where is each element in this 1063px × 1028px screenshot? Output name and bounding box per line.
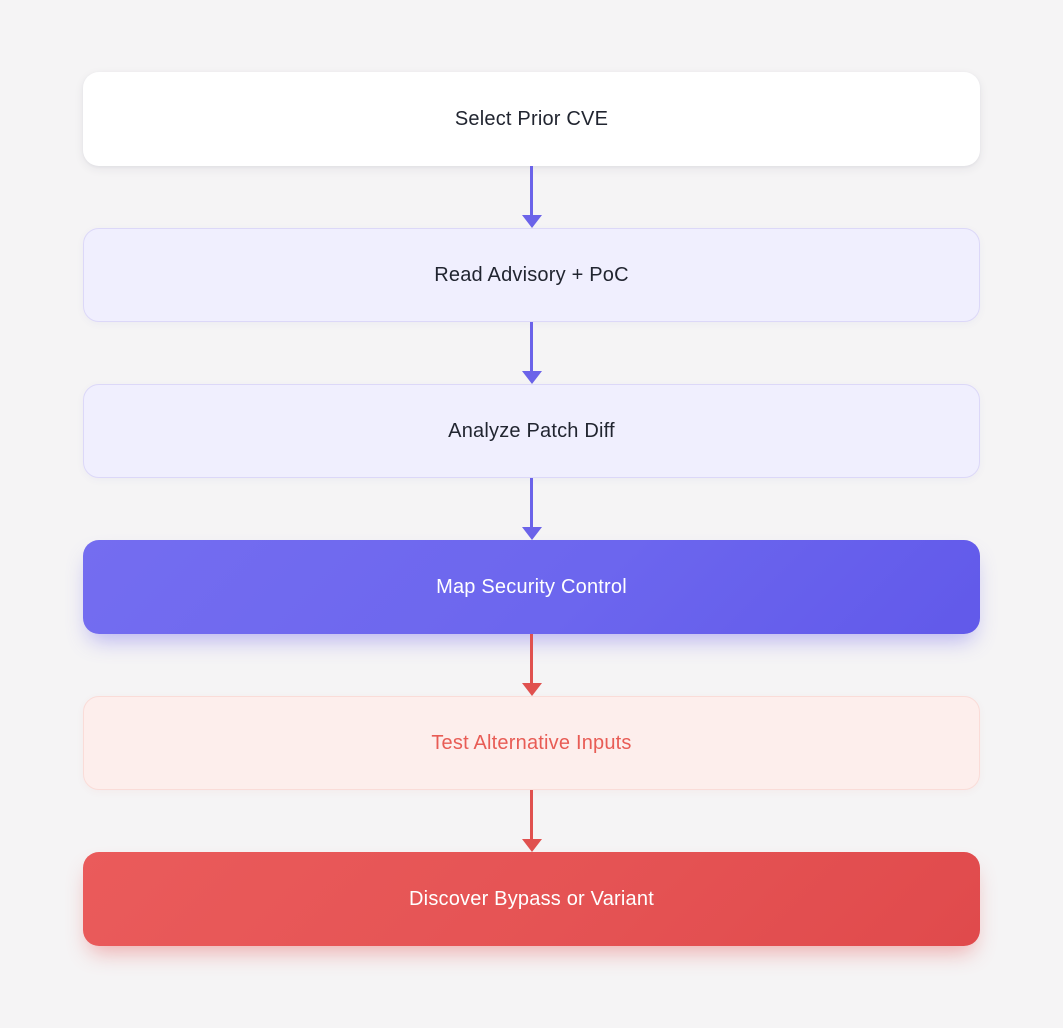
arrow-line [530,478,533,527]
flow-node-label: Analyze Patch Diff [448,419,615,442]
flow-node-read-advisory-poc: Read Advisory + PoC [83,228,980,322]
arrow-down-icon [521,839,542,852]
flow-connector-4 [83,634,980,696]
arrow-line [530,790,533,839]
flow-node-label: Discover Bypass or Variant [409,887,654,910]
arrow-line [530,634,533,683]
flow-connector-1 [83,166,980,228]
flow-node-label: Test Alternative Inputs [431,731,632,754]
flow-connector-2 [83,322,980,384]
flowchart: Select Prior CVE Read Advisory + PoC Ana… [83,72,980,946]
flow-node-analyze-patch-diff: Analyze Patch Diff [83,384,980,478]
flow-node-select-prior-cve: Select Prior CVE [83,72,980,166]
flow-connector-3 [83,478,980,540]
flow-node-label: Select Prior CVE [454,107,609,130]
flow-node-map-security-control: Map Security Control [83,540,980,634]
flow-node-label: Map Security Control [436,575,627,598]
arrow-line [530,322,533,371]
flow-node-label: Read Advisory + PoC [434,263,629,286]
arrow-down-icon [521,527,542,540]
arrow-line [530,166,533,215]
arrow-down-icon [521,371,542,384]
flow-node-discover-bypass-or-variant: Discover Bypass or Variant [83,852,980,946]
flow-connector-5 [83,790,980,852]
flow-node-test-alternative-inputs: Test Alternative Inputs [83,696,980,790]
arrow-down-icon [521,683,542,696]
arrow-down-icon [521,215,542,228]
